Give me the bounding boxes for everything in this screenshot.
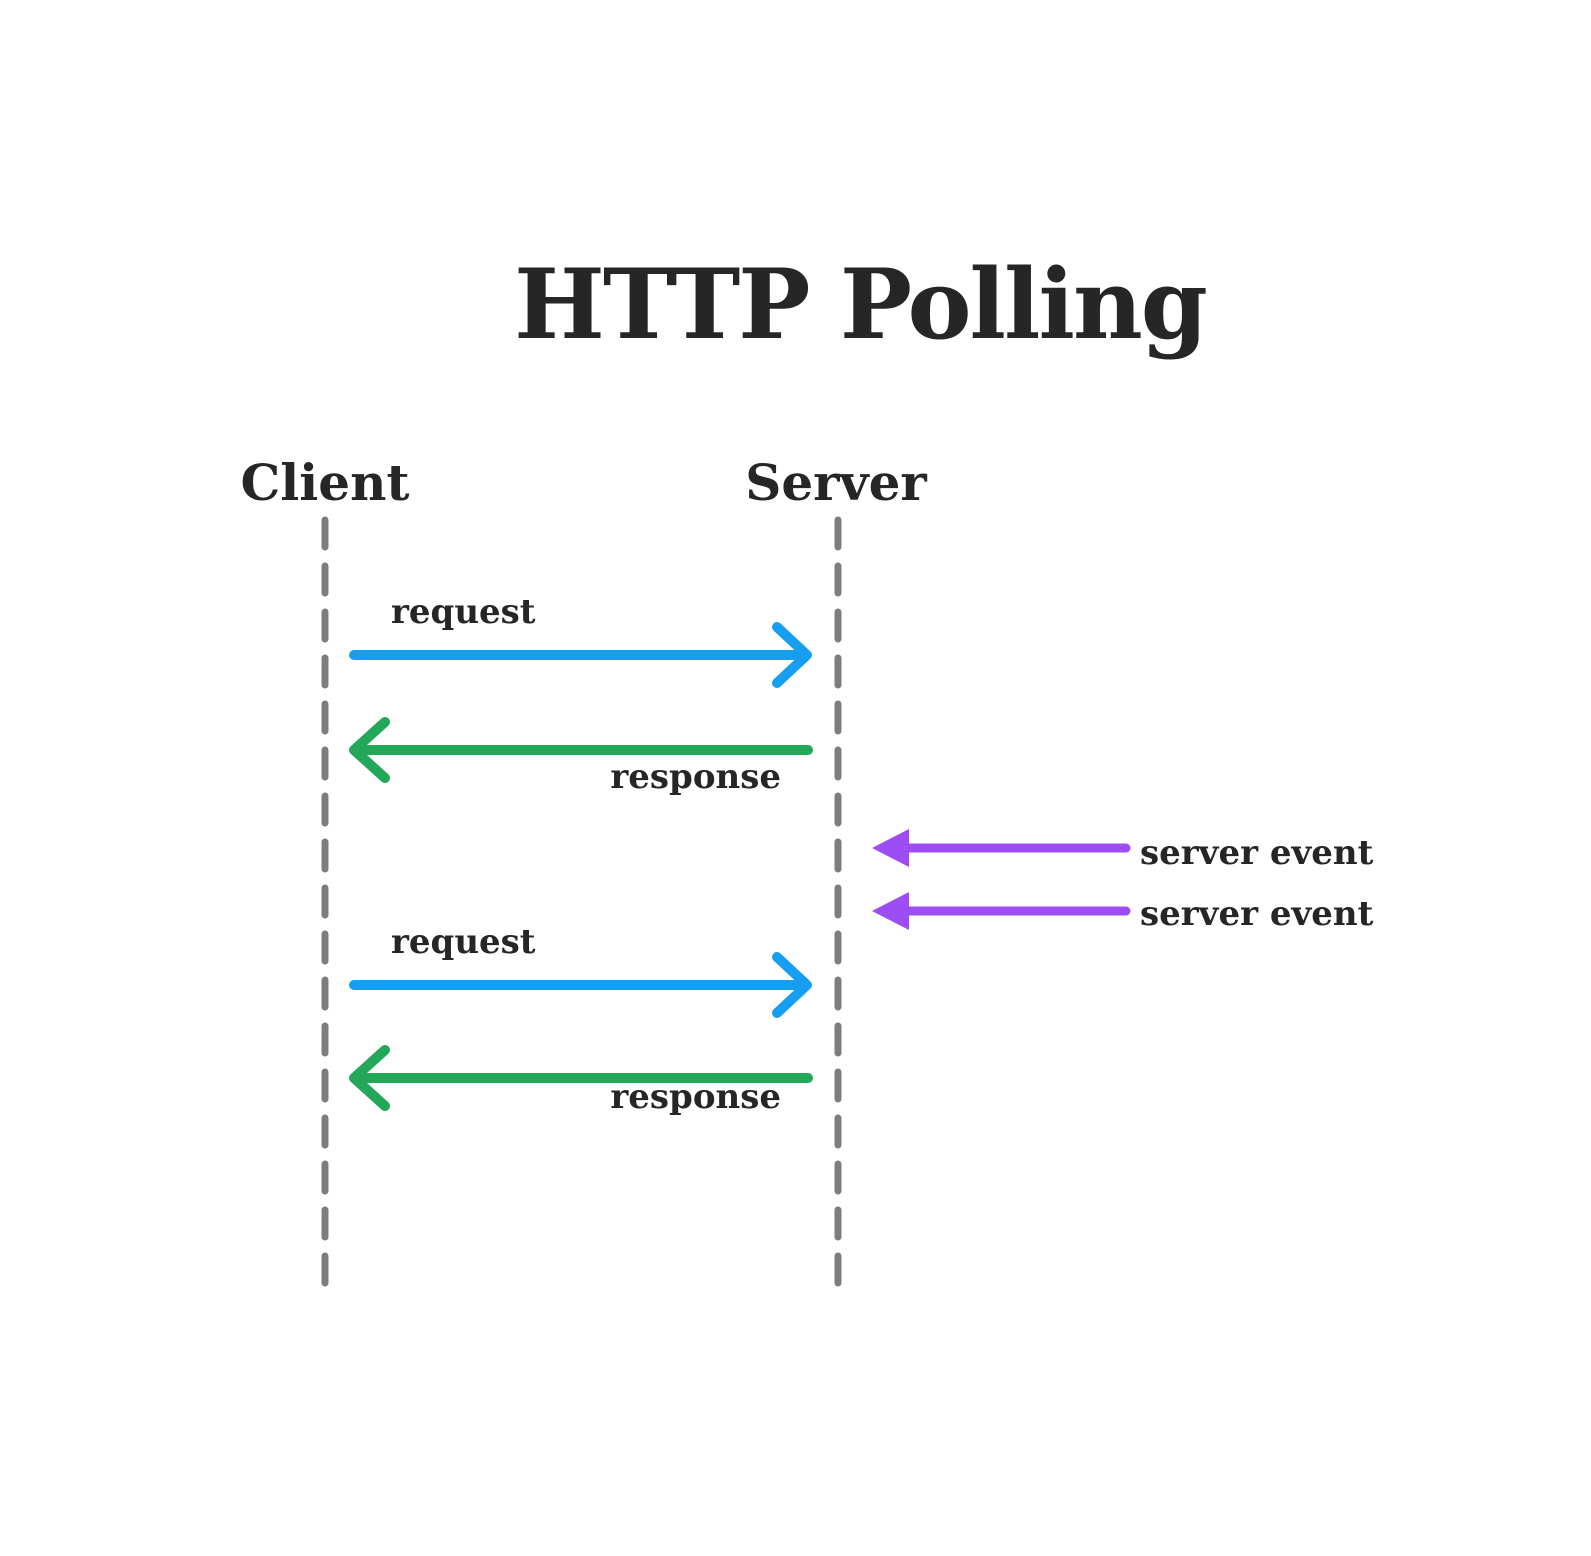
response-arrow-2 xyxy=(349,1045,813,1111)
server-event-arrow-2-head xyxy=(872,892,909,930)
actor-label-server: Server xyxy=(745,453,927,512)
server-event-arrow-1-head xyxy=(872,829,909,867)
request-arrow-1-head xyxy=(772,622,812,688)
response-arrow-2-head xyxy=(349,1045,390,1111)
message-label-response-2: response xyxy=(610,1077,781,1117)
response-arrow-1 xyxy=(349,717,813,783)
message-label-response-1: response xyxy=(610,757,781,797)
request-arrow-1 xyxy=(349,622,812,688)
message-label-server-event-2: server event xyxy=(1140,894,1374,934)
server-event-arrow-2 xyxy=(872,892,1131,930)
server-event-arrow-1 xyxy=(872,829,1131,867)
request-arrow-2-head xyxy=(772,952,812,1018)
message-label-request-1: request xyxy=(391,592,536,632)
message-label-request-2: request xyxy=(391,922,536,962)
response-arrow-1-head xyxy=(349,717,390,783)
actor-label-client: Client xyxy=(240,453,410,512)
diagram-title: HTTP Polling xyxy=(514,248,1208,361)
message-label-server-event-1: server event xyxy=(1140,833,1374,873)
request-arrow-2 xyxy=(349,952,812,1018)
